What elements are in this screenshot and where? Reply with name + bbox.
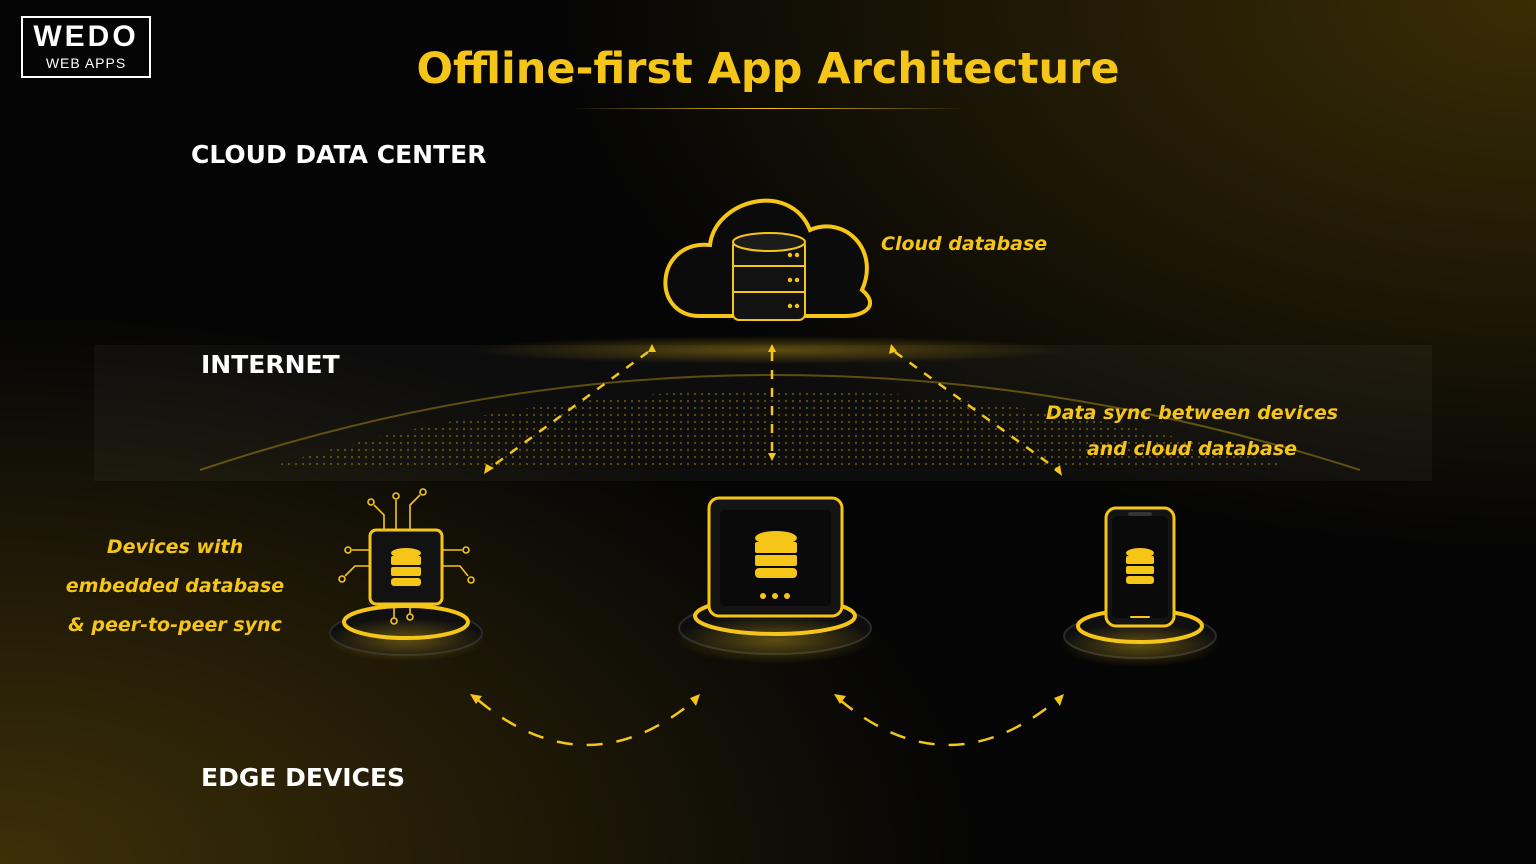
- section-cloud-data-center: CLOUD DATA CENTER: [191, 140, 487, 169]
- page-title: Offline-first App Architecture: [416, 44, 1120, 94]
- label-devices: Devices with embedded database & peer-to…: [40, 528, 310, 645]
- brand-logo-line1: WEDO: [33, 20, 139, 53]
- brand-logo-line2: WEB APPS: [45, 55, 127, 71]
- label-devices-line1: Devices with: [106, 536, 244, 558]
- label-data-sync-line2: and cloud database: [1086, 438, 1298, 460]
- globe-map: [199, 336, 1361, 471]
- tablet-device-icon: [675, 496, 875, 664]
- chip-device-icon: [326, 488, 486, 662]
- label-data-sync-line1: Data sync between devices: [1045, 402, 1339, 424]
- label-data-sync: Data sync between devices and cloud data…: [1030, 395, 1354, 467]
- sync-arrowheads: [484, 344, 1062, 476]
- peer-arrowheads: [470, 694, 1064, 706]
- brand-logo: WEDO WEB APPS: [21, 16, 151, 78]
- label-devices-line2: embedded database: [65, 575, 285, 597]
- section-internet: INTERNET: [201, 350, 340, 379]
- cloud-database-icon: [663, 198, 872, 321]
- peer-sync-arcs: [477, 699, 1058, 747]
- section-edge-devices: EDGE DEVICES: [201, 763, 406, 792]
- label-cloud-database: Cloud database: [881, 233, 1048, 255]
- cloud-sync-links: [489, 350, 1059, 472]
- phone-device-icon: [1060, 506, 1220, 667]
- title-underline: [568, 108, 968, 109]
- label-devices-line3: & peer-to-peer sync: [68, 614, 282, 636]
